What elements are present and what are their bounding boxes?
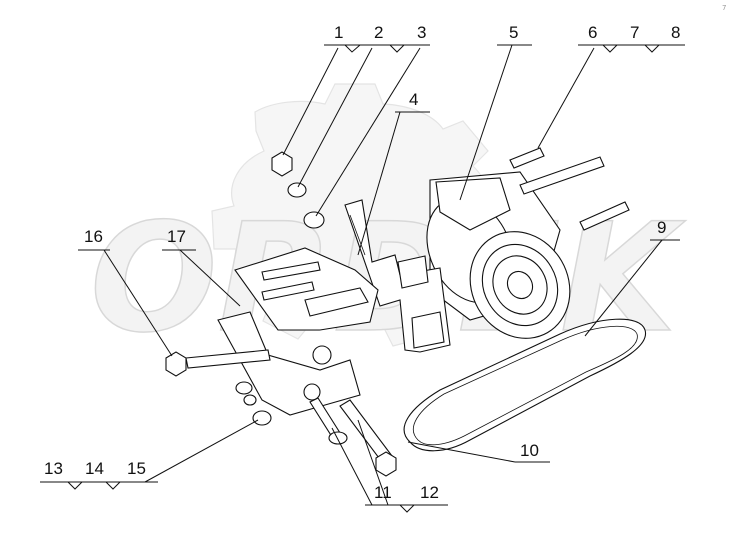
spring-washer-2 xyxy=(287,182,307,198)
bolt-head-16 xyxy=(165,351,187,377)
callout-16: 16 xyxy=(84,227,103,246)
alternator xyxy=(426,171,571,339)
callout-12: 12 xyxy=(420,483,439,502)
leader-lines xyxy=(40,44,685,513)
v-belt xyxy=(403,318,647,452)
callout-14: 14 xyxy=(85,459,104,478)
callout-15: 15 xyxy=(127,459,146,478)
bracket-bolt-a xyxy=(261,261,321,281)
nut-1 xyxy=(271,151,293,177)
bolt-shank-16 xyxy=(185,349,271,369)
callout-4: 4 xyxy=(409,90,418,109)
bolt-12-head xyxy=(375,451,397,477)
callout-13: 13 xyxy=(44,459,63,478)
mounting-bracket xyxy=(344,199,451,353)
bolt-6 xyxy=(509,147,545,169)
callout-11: 11 xyxy=(374,483,392,502)
callout-8: 8 xyxy=(671,23,680,42)
flat-washer-3 xyxy=(303,211,325,229)
callout-labels: 1 2 3 4 5 6 7 8 9 10 11 12 13 14 15 16 1… xyxy=(44,23,680,502)
callout-5: 5 xyxy=(509,23,518,42)
callout-3: 3 xyxy=(417,23,426,42)
bolt-11-head xyxy=(328,431,348,445)
callout-1: 1 xyxy=(334,23,343,42)
bracket-bolt-b xyxy=(261,281,315,301)
washer-13 xyxy=(235,381,253,395)
bolt-7 xyxy=(519,156,605,195)
corner-mark: 7 xyxy=(722,4,726,12)
callout-6: 6 xyxy=(588,23,597,42)
callout-2: 2 xyxy=(374,23,383,42)
callout-7: 7 xyxy=(630,23,639,42)
callout-17: 17 xyxy=(167,227,186,246)
washer-15 xyxy=(252,410,272,426)
bolt-8 xyxy=(579,201,630,231)
fasteners xyxy=(165,147,630,477)
callout-9: 9 xyxy=(657,218,666,237)
callout-10: 10 xyxy=(520,441,539,460)
washer-14 xyxy=(243,394,257,406)
